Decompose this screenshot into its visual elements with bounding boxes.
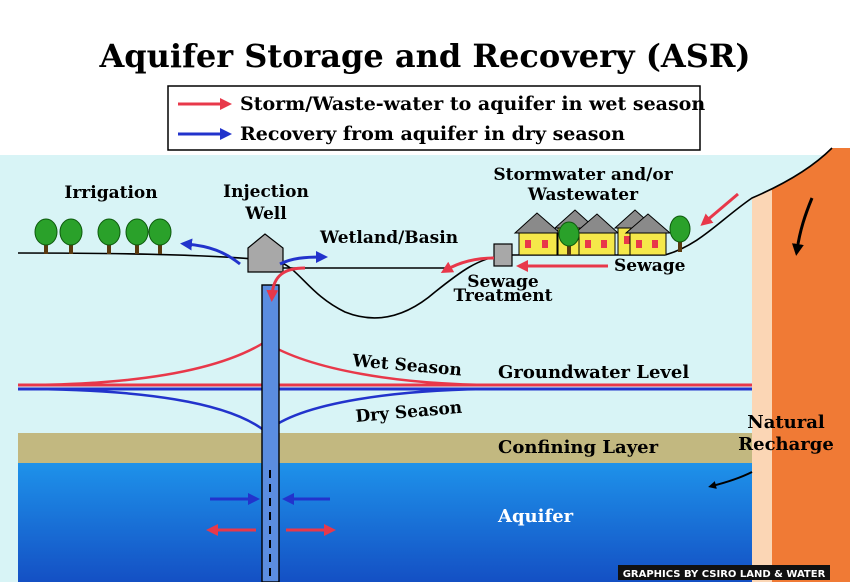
credit-bar [618,565,830,580]
ground-right-slope [664,147,833,256]
house-icon [624,213,672,256]
label-aquifer: Aquifer [497,506,574,527]
label-irrigation: Irrigation [64,183,157,203]
recharge-lateral-arrow [708,471,753,489]
houses [513,209,672,256]
ground-surface [17,252,665,319]
tree-icon [669,215,691,252]
tree-icon [59,218,83,254]
legend-label-wet: Storm/Waste-water to aquifer in wet seas… [240,93,705,115]
aquifer-layer [18,463,753,582]
recharge-column-outer [770,148,850,582]
label-natural-recharge-1: Natural [747,412,825,433]
tree-icon [125,218,149,254]
house-icon [573,213,620,256]
stormwater-inflow-arrow [700,192,739,226]
sewage-treatment-building [493,243,513,267]
label-natural-recharge-2: Recharge [738,434,834,455]
legend-label-dry: Recovery from aquifer in dry season [240,123,625,145]
label-stormwater-2: Wastewater [527,185,639,205]
recharge-down-arrow [791,197,814,256]
label-confining-layer: Confining Layer [498,437,659,458]
label-injection-well-2: Well [244,204,287,224]
tree-icon [34,218,58,254]
well-inflow-red-arrow [266,266,306,302]
legend-box [167,85,701,151]
label-injection-well-1: Injection [223,182,309,202]
well-outflow-blue-arrow [180,238,241,266]
village-trees [558,215,691,255]
label-sewage-treatment-1: Sewage [467,272,539,292]
confining-layer [18,433,753,463]
page-title: Aquifer Storage and Recovery (ASR) [98,37,750,75]
treatment-to-wetland-arrow [440,256,495,273]
house-icon [513,212,562,256]
label-groundwater-level: Groundwater Level [498,362,689,383]
recharge-column-inner [752,190,772,582]
label-stormwater-1: Stormwater and/or [493,165,673,185]
well-head [247,233,284,273]
tree-icon [558,221,580,255]
tree-icon [148,218,172,254]
label-sewage-treatment-2: Treatment [453,286,552,306]
label-sewage: Sewage [614,256,686,276]
label-wetland-basin: Wetland/Basin [319,228,458,248]
tree-icon [97,218,121,254]
irrigation-trees [34,218,172,254]
well-outflow-blue-arrow-right [279,251,328,266]
well-shaft [261,284,280,582]
credit-text: GRAPHICS BY CSIRO LAND & WATER [623,569,826,580]
